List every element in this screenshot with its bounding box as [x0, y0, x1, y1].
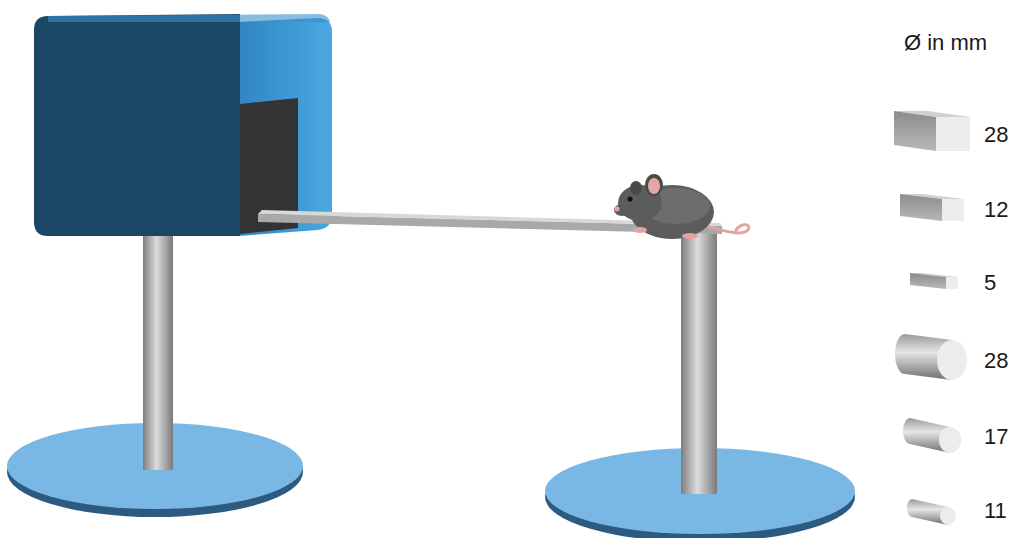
- square-beam-5: [910, 273, 958, 289]
- left-stand: [7, 225, 303, 517]
- square-beam-12: [900, 194, 964, 221]
- round-beam-17: [903, 418, 961, 453]
- dimension-label: 28: [984, 122, 1008, 148]
- square-beam-28: [894, 111, 970, 151]
- dimension-label: 28: [984, 348, 1008, 374]
- mouse: [614, 174, 749, 239]
- round-beam-28: [895, 334, 967, 380]
- right-stand: [545, 232, 855, 538]
- dimension-label: 11: [984, 498, 1007, 524]
- dimension-label: 17: [984, 424, 1008, 450]
- dimension-label: 5: [984, 270, 996, 296]
- dimension-label: 12: [984, 197, 1008, 223]
- round-beam-11: [907, 499, 956, 525]
- goal-box: [34, 14, 332, 236]
- unit-heading: Ø in mm: [904, 30, 987, 56]
